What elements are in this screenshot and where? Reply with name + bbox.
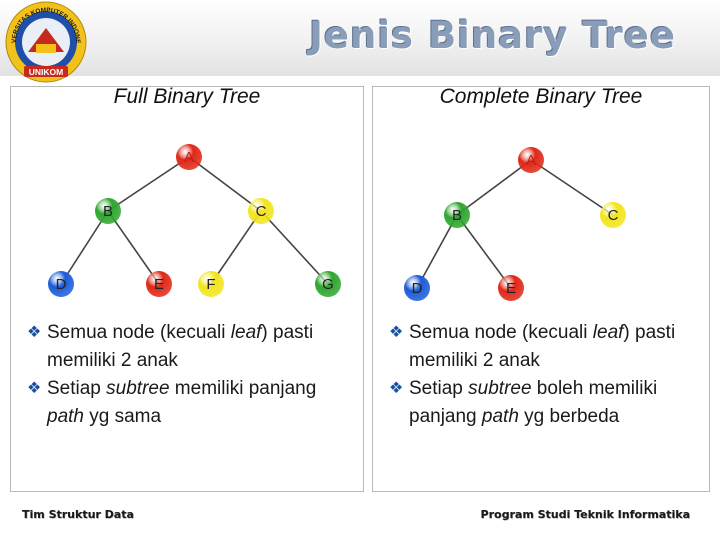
bullet-text: Setiap — [47, 378, 107, 399]
tree-node-label: B — [103, 203, 113, 220]
tree-edge — [456, 214, 512, 289]
full-binary-tree-bullets: ❖ Semua node (kecuali leaf) pasti memili… — [27, 319, 353, 431]
bullet-item: ❖ Semua node (kecuali leaf) pasti memili… — [389, 319, 699, 375]
bullet-text: yg berbeda — [518, 406, 620, 427]
complete-binary-tree-title: Complete Binary Tree — [439, 85, 643, 108]
tree-node-circle — [198, 271, 224, 297]
tree-node-label: D — [56, 276, 67, 293]
tree-node-circle — [48, 271, 74, 297]
bullet-item: ❖ Setiap subtree boleh memiliki panjang … — [389, 375, 699, 431]
tree-edge — [188, 156, 262, 212]
tree-edge — [530, 159, 614, 216]
bullet-text: Setiap — [409, 378, 469, 399]
footer-program: Program Studi Teknik Informatika — [480, 508, 690, 521]
tree-edge — [456, 159, 532, 216]
tree-node-a: A — [176, 144, 202, 170]
tree-node-d: D — [404, 275, 430, 301]
bullet-text: memiliki panjang — [169, 378, 317, 399]
tree-node-circle — [315, 271, 341, 297]
tree-node-label: E — [506, 280, 516, 297]
diamond-bullet-icon: ❖ — [389, 324, 404, 341]
tree-node-circle — [146, 271, 172, 297]
bullet-text: ) pasti memiliki 2 anak — [47, 322, 314, 371]
tree-edge — [210, 210, 262, 285]
tree-node-d: D — [48, 271, 74, 297]
bullet-italic: leaf — [592, 322, 624, 343]
tree-node-circle — [95, 198, 121, 224]
tree-node-label: E — [154, 276, 164, 293]
tree-node-b: B — [444, 202, 470, 228]
bullet-text: boleh memiliki panjang — [409, 378, 658, 427]
tree-node-a: A — [518, 147, 544, 173]
diamond-bullet-icon: ❖ — [389, 380, 404, 397]
bullet-text: yg sama — [83, 406, 162, 427]
diamond-bullet-icon: ❖ — [27, 380, 42, 397]
bullet-text: ) pasti memiliki 2 anak — [409, 322, 676, 371]
tree-node-label: C — [608, 207, 619, 224]
tree-node-label: F — [206, 276, 215, 293]
tree-node-b: B — [95, 198, 121, 224]
tree-node-e: E — [146, 271, 172, 297]
tree-node-label: G — [322, 276, 334, 293]
tree-node-label: A — [526, 152, 536, 169]
tree-node-label: A — [184, 149, 194, 166]
bullet-italic: path — [481, 406, 519, 427]
tree-node-label: D — [412, 280, 423, 297]
tree-edge — [260, 210, 329, 285]
bullet-text: Semua node (kecuali — [409, 322, 593, 343]
bullet-text: Semua node (kecuali — [47, 322, 231, 343]
tree-node-label: B — [452, 207, 462, 224]
bullet-item: ❖ Setiap subtree memiliki panjang path y… — [27, 375, 353, 431]
tree-node-g: G — [315, 271, 341, 297]
tree-edge — [107, 156, 190, 212]
complete-binary-tree-panel: Complete Binary Tree A B C D E ❖ Semua node … — [372, 85, 710, 492]
complete-binary-tree-diagram: A B C D E — [404, 147, 626, 301]
tree-node-e: E — [498, 275, 524, 301]
slide-title: Jenis Binary Tree — [309, 14, 676, 57]
bullet-italic: subtree — [468, 378, 532, 399]
tree-edge — [60, 210, 109, 285]
tree-node-circle — [248, 198, 274, 224]
header-band — [0, 0, 720, 76]
full-binary-tree-title: Full Binary Tree — [113, 85, 261, 108]
tree-edge — [416, 214, 458, 289]
bullet-italic: leaf — [230, 322, 262, 343]
tree-edge — [107, 210, 160, 285]
unikom-logo: UNIVERSITAS KOMPUTER INDONESIA UNIKOM — [2, 0, 87, 83]
tree-node-c: C — [248, 198, 274, 224]
tree-node-circle — [444, 202, 470, 228]
diamond-bullet-icon: ❖ — [27, 324, 42, 341]
complete-binary-tree-bullets: ❖ Semua node (kecuali leaf) pasti memili… — [389, 319, 699, 431]
tree-node-circle — [518, 147, 544, 173]
tree-node-circle — [176, 144, 202, 170]
tree-node-f: F — [198, 271, 224, 297]
footer-team: Tim Struktur Data — [22, 508, 134, 521]
tree-node-label: C — [256, 203, 267, 220]
full-binary-tree-diagram: A B C D E F G — [48, 144, 341, 297]
tree-node-circle — [498, 275, 524, 301]
tree-node-circle — [600, 202, 626, 228]
full-binary-tree-panel: Full Binary Tree A B C D E F G ❖ Semua node (k… — [10, 85, 364, 492]
tree-node-c: C — [600, 202, 626, 228]
bullet-italic: subtree — [106, 378, 170, 399]
bullet-italic: path — [47, 406, 84, 427]
bullet-item: ❖ Semua node (kecuali leaf) pasti memili… — [27, 319, 353, 375]
logo-bottom-text: UNIKOM — [29, 67, 63, 77]
tree-node-circle — [404, 275, 430, 301]
